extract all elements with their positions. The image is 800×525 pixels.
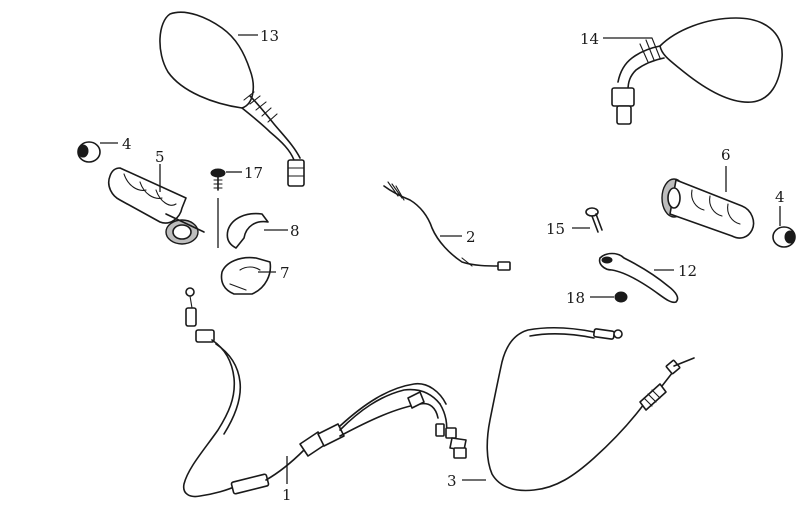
callout-18: 18 bbox=[566, 289, 585, 307]
left-grip-part bbox=[107, 167, 205, 245]
callout-12: 12 bbox=[678, 262, 697, 280]
callout-4a: 4 bbox=[122, 135, 132, 153]
callout-17: 17 bbox=[244, 164, 263, 182]
throttle-cable-1-part bbox=[182, 287, 467, 498]
callout-1: 1 bbox=[282, 486, 292, 504]
cable-2-part bbox=[383, 181, 511, 271]
bolt-15-part bbox=[585, 207, 603, 233]
callout-5: 5 bbox=[155, 148, 165, 166]
brake-cable-3-part bbox=[486, 327, 695, 492]
screw-17-part bbox=[210, 168, 226, 191]
callout-2: 2 bbox=[466, 228, 476, 246]
callout-8: 8 bbox=[290, 222, 300, 240]
left-mirror-part bbox=[159, 11, 305, 187]
callout-15: 15 bbox=[546, 220, 565, 238]
callout-4b: 4 bbox=[775, 188, 785, 206]
bracket-8-part bbox=[217, 198, 269, 249]
right-mirror-part bbox=[611, 17, 783, 125]
callout-7: 7 bbox=[280, 264, 290, 282]
brake-lever-12-part bbox=[598, 252, 679, 304]
left-bar-end-cap-part bbox=[77, 141, 101, 163]
right-grip-part bbox=[661, 178, 755, 239]
callout-14: 14 bbox=[580, 30, 599, 48]
nut-18-part bbox=[614, 291, 628, 303]
callout-6: 6 bbox=[721, 146, 731, 164]
callout-13: 13 bbox=[260, 27, 279, 45]
right-bar-end-cap-part bbox=[772, 226, 796, 248]
callout-3: 3 bbox=[447, 472, 457, 490]
bracket-7-part bbox=[220, 256, 272, 295]
